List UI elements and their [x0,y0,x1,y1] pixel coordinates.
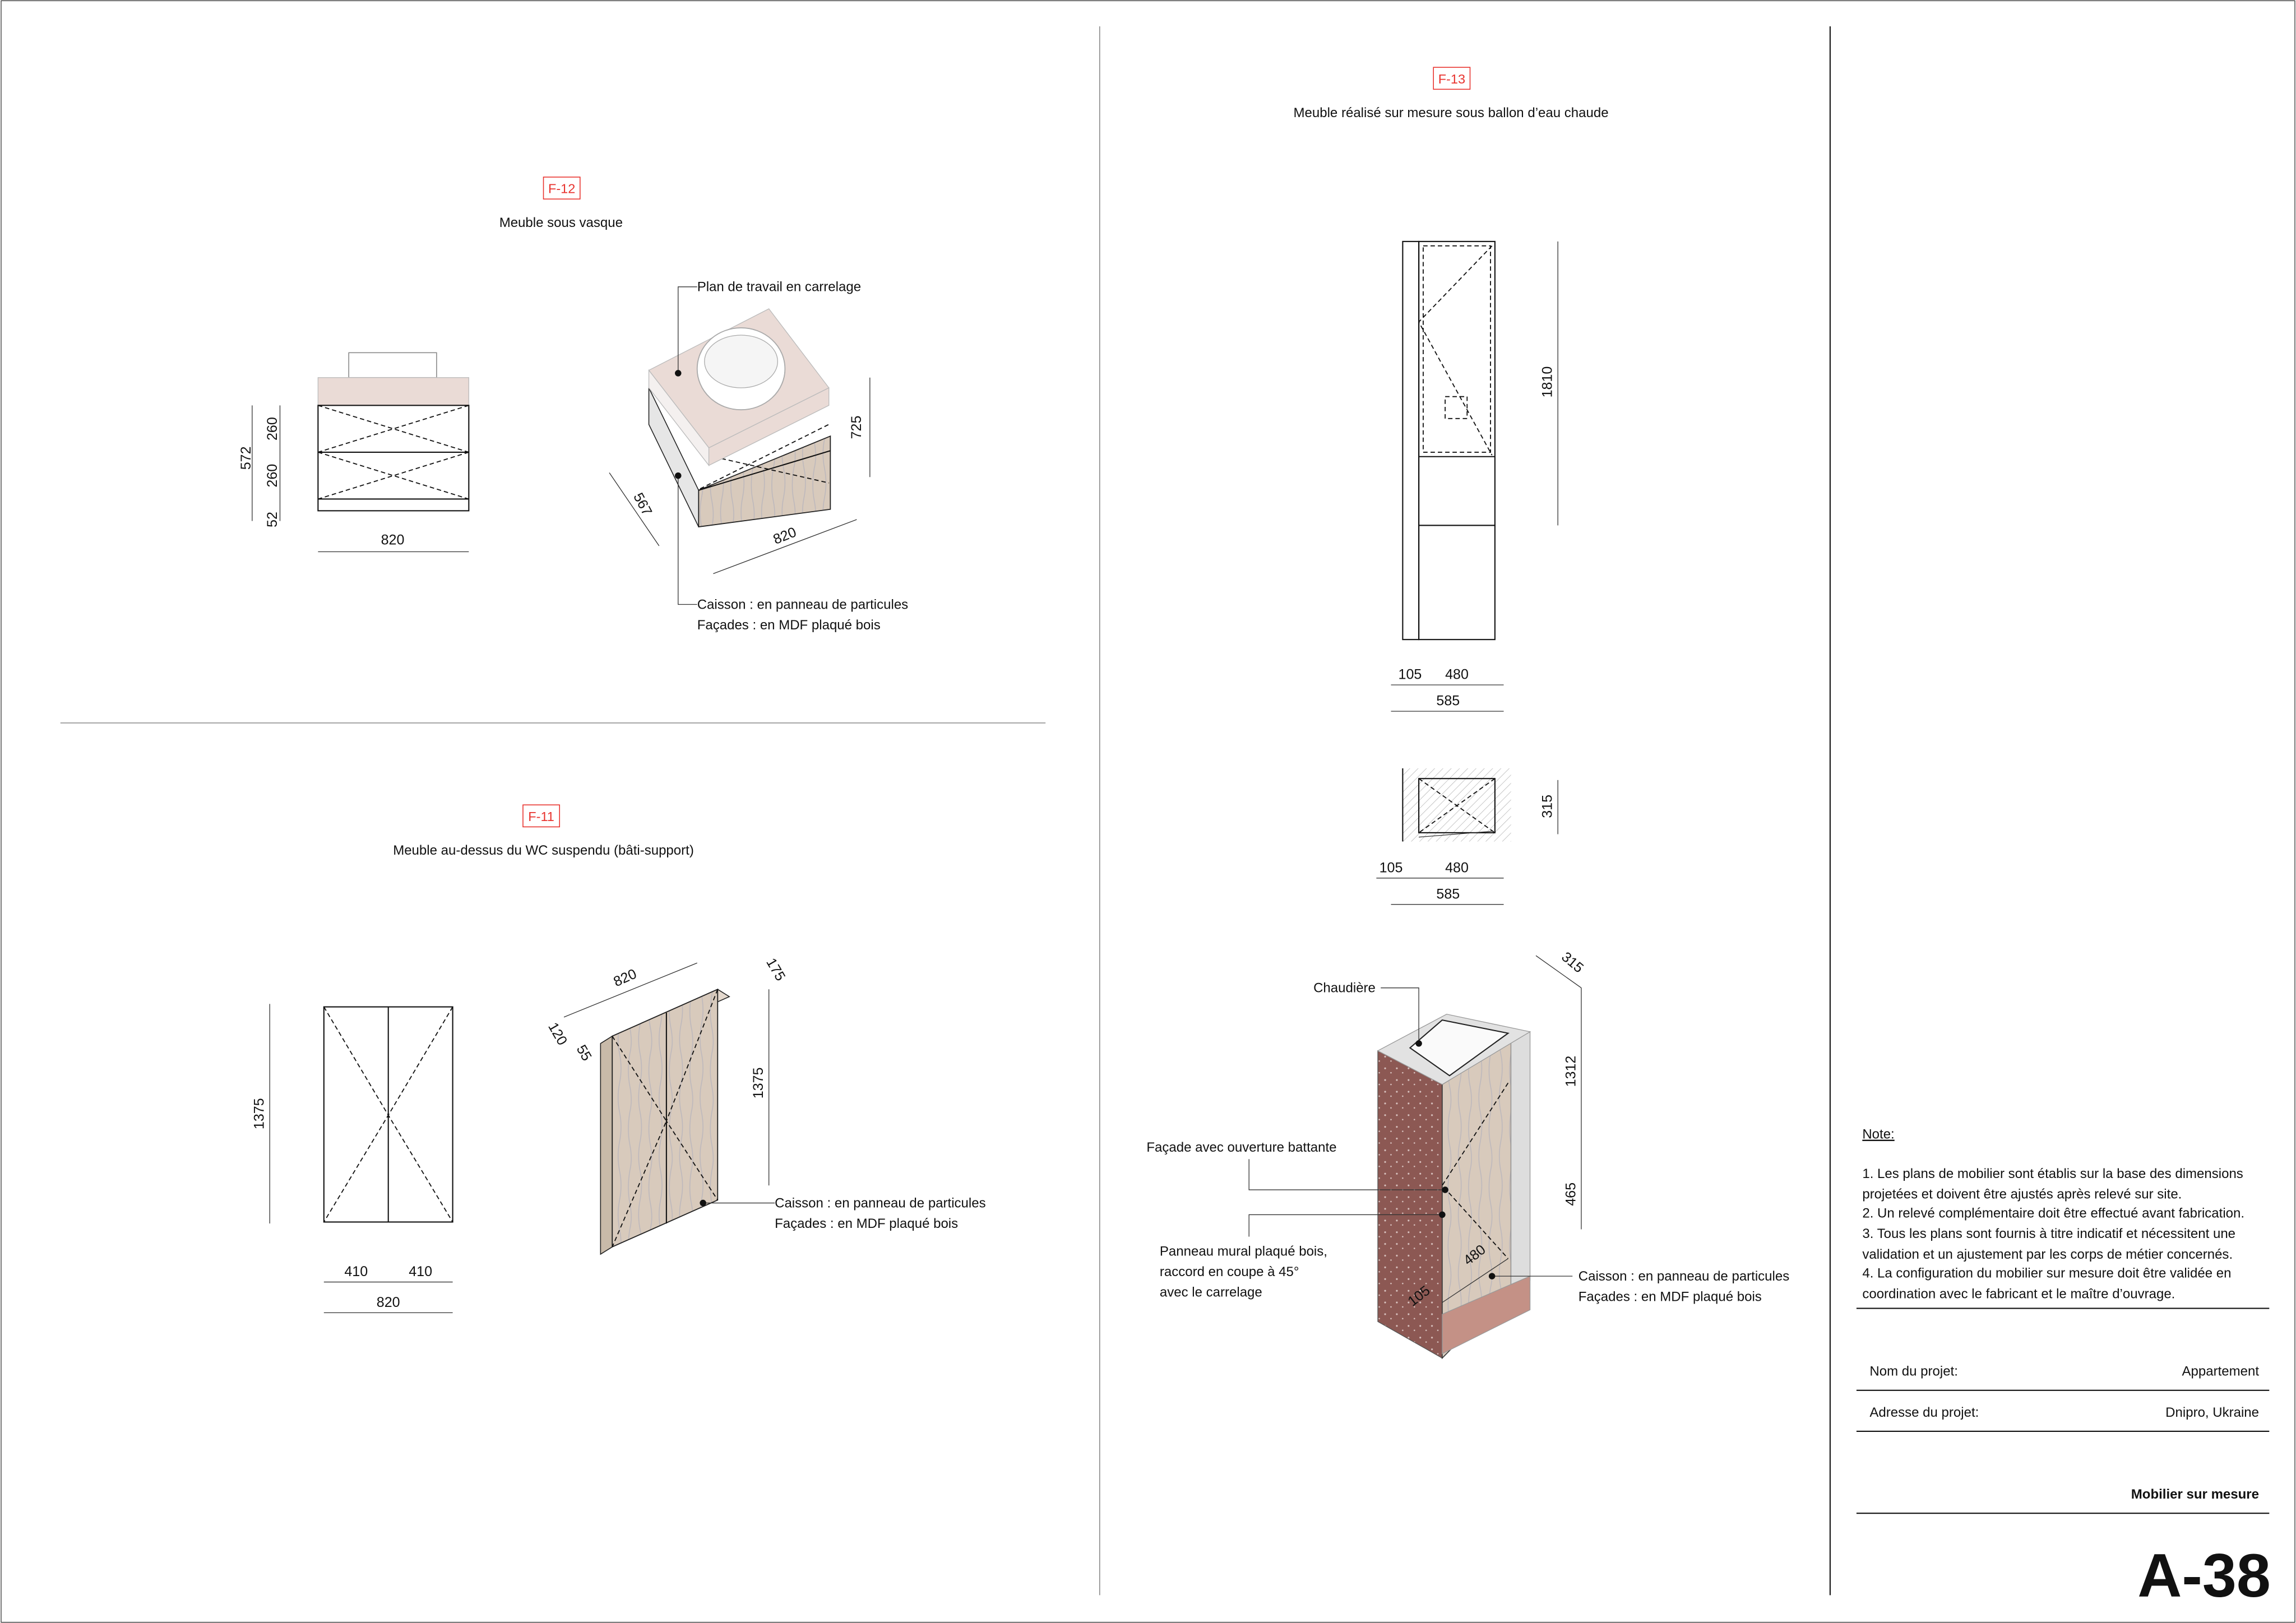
project-address: Dnipro, Ukraine [2165,1405,2259,1420]
f13-tag-box [1433,67,1471,90]
project-name: Appartement [2182,1364,2260,1379]
f11-dim-iso-depth: 175 [763,956,788,984]
f11-dim-iso-b: 55 [573,1042,595,1064]
f12-dim-iso-depth: 567 [630,490,655,518]
sheet-code: A-38 [2137,1542,2271,1610]
f12-label-caisson: Caisson : en panneau de particules [697,597,909,612]
f13-dim-iso-lower: 465 [1563,1183,1579,1206]
note-line: 2. Un relevé complémentaire doit être ef… [1862,1206,2244,1221]
f13-label-caisson: Caisson : en panneau de particules [1578,1269,1789,1284]
f12-tag: F-12 [548,182,575,196]
f12-dim-width: 820 [381,532,405,548]
f11-dim-height: 1375 [252,1098,267,1129]
f12-dim-drawer2: 260 [265,464,280,488]
note-line: 3. Tous les plans sont fournis à titre i… [1862,1226,2235,1241]
f13-label-facade: Façade avec ouverture battante [1146,1140,1336,1155]
f13-dim-iso-upper: 1312 [1563,1056,1579,1087]
f13-tag: F-13 [1438,72,1465,86]
f12-label-facades: Façades : en MDF plaqué bois [697,618,881,633]
f11-dim-iso-height: 1375 [751,1068,766,1099]
f13-dim-body: 480 [1445,667,1469,683]
sheet-subject: Mobilier sur mesure [2131,1487,2259,1502]
f12-title: Meuble sous vasque [499,215,623,230]
f12-elevation: 572 260 260 52 820 [238,352,470,553]
f11-dim-iso-width: 820 [611,966,639,990]
f13-dim-depth: 315 [1540,795,1556,818]
f11-tag: F-11 [528,809,554,824]
f11-dim-door1: 410 [344,1264,368,1279]
f13-label-panel-line2: raccord en coupe à 45° [1160,1264,1299,1279]
f11-dim-width: 820 [377,1295,400,1310]
f12-label-countertop: Plan de travail en carrelage [697,280,861,295]
note-line: coordination avec le fabricant et le maî… [1862,1286,2175,1301]
f12-dim-plinth: 52 [265,512,280,527]
f13-label-panel-line1: Panneau mural plaqué bois, [1160,1244,1327,1259]
f13-title: Meuble réalisé sur mesure sous ballon d’… [1294,105,1609,120]
f11-label-caisson: Caisson : en panneau de particules [775,1195,986,1211]
f13-dim-plan-total: 585 [1436,886,1460,902]
f13-dim-plan-side: 105 [1380,860,1403,875]
f13-dim-height: 1810 [1540,367,1556,398]
f11-label-facades: Façades : en MDF plaqué bois [775,1216,958,1231]
f11-dim-iso-a: 120 [545,1020,570,1048]
f13-dim-iso-depth: 315 [1558,949,1586,976]
project-address-label: Adresse du projet: [1869,1405,1979,1420]
project-name-label: Nom du projet: [1869,1364,1958,1379]
f13-plan: 315 105 480 585 [1376,768,1558,905]
f12-dim-total-height: 572 [238,446,254,470]
f13-label-facades: Façades : en MDF plaqué bois [1578,1290,1762,1305]
f13-elevation: 1810 105 480 585 [1391,240,1558,712]
f12-dim-drawer1: 260 [265,417,280,440]
f13-label-boiler: Chaudière [1313,981,1376,996]
f11-title: Meuble au-dessus du WC suspendu (bâti-su… [393,843,694,858]
f13-dim-total: 585 [1436,693,1460,709]
f13-section: F-13 Meuble réalisé sur mesure sous ball… [1146,67,1789,1360]
f12-isometric: Plan de travail en carrelage Caisson : e… [609,280,908,633]
note-line: 4. La configuration du mobilier sur mesu… [1862,1266,2231,1281]
f13-label-panel-line3: avec le carrelage [1160,1285,1262,1300]
note-line: 1. Les plans de mobilier sont établis su… [1862,1166,2243,1181]
f11-tag-box [522,804,561,828]
note-line: projetées et doivent être ajustés après … [1862,1187,2182,1202]
note-title: Note: [1862,1127,1894,1142]
f12-dim-iso-height: 725 [849,416,864,439]
f11-elevation: 1375 410 410 820 [252,1004,453,1314]
note-line: validation et un ajustement par les corp… [1862,1247,2233,1262]
f12-section: F-12 Meuble sous vasque 572 260 260 52 8… [238,177,908,633]
f13-isometric: Chaudière Façade avec ouverture battante… [1146,949,1789,1360]
f13-dim-side: 105 [1399,667,1422,683]
f12-tag-box [543,177,581,200]
f11-isometric: Caisson : en panneau de particules Façad… [545,956,986,1255]
title-block: Note: 1. Les plans de mobilier sont étab… [1856,1127,2271,1610]
f13-dim-plan-body: 480 [1445,860,1469,875]
f11-section: F-11 Meuble au-dessus du WC suspendu (bâ… [252,804,986,1314]
f11-dim-door2: 410 [409,1264,432,1279]
f12-dim-iso-width: 820 [771,524,798,548]
